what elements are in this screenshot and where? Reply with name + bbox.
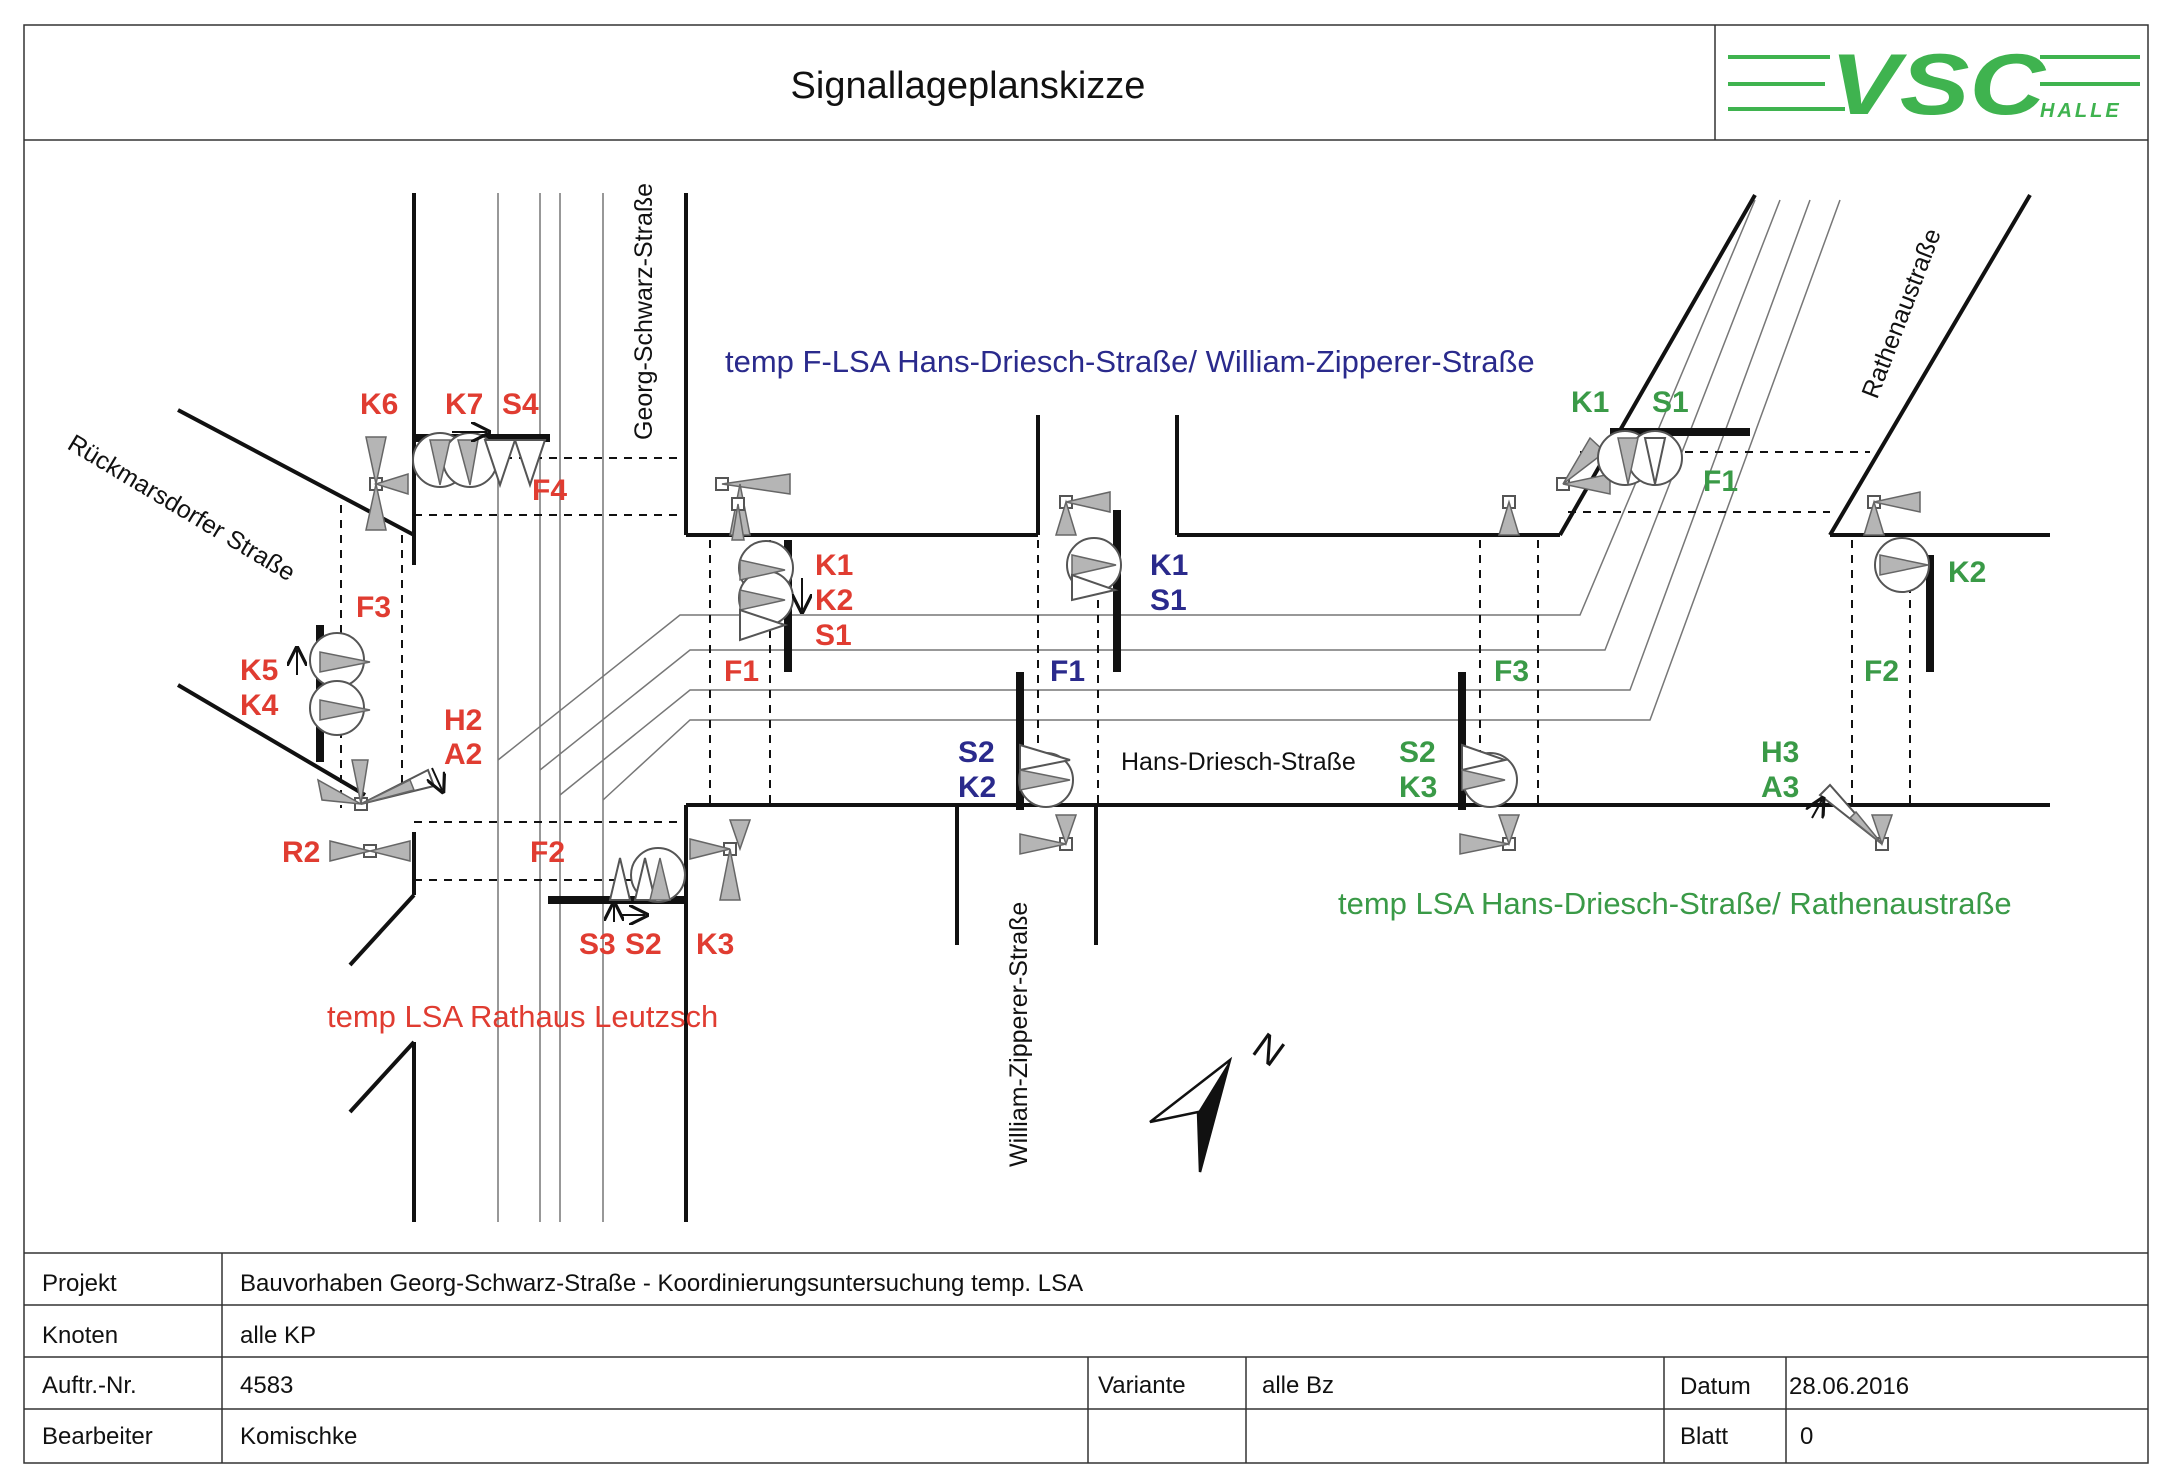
sheet-frame [23,24,2149,1464]
label-f2: F2 [530,836,565,869]
label-s3: S3 [579,928,616,961]
signal-zipperer-s2-k2 [1018,743,1078,855]
bearbeiter-label: Bearbeiter [42,1423,153,1450]
street-rueckmarsdorfer: Rückmarsdorfer Straße [63,429,300,587]
label-z-k1: K1 [1150,549,1188,582]
junction-title-rathaus: temp LSA Rathaus Leutzsch [327,999,718,1034]
label-k6: K6 [360,388,398,421]
label-z-s2: S2 [958,736,995,769]
label-k7: K7 [445,388,483,421]
signal-zipperer-k1-s1 [1054,491,1122,602]
label-f1: F1 [724,655,759,688]
label-k4: K4 [240,689,279,722]
knoten-value: alle KP [240,1322,316,1349]
projekt-value: Bauvorhaben Georg-Schwarz-Straße - Koord… [240,1270,1083,1297]
blatt-value: 0 [1800,1423,1813,1450]
auftr-label: Auftr.-Nr. [42,1372,137,1399]
street-rathenau: Rathenaustraße [1856,225,1946,402]
variante-label: Variante [1098,1372,1186,1399]
north-arrow-label: N [1245,1025,1292,1075]
street-hans-driesch: Hans-Driesch-Straße [1121,748,1356,776]
label-s2: S2 [625,928,662,961]
signal-heads [297,430,1930,922]
logo-text: VSC [1830,37,2047,133]
projekt-label: Projekt [42,1270,117,1297]
vsc-logo: VSC HALLE [1728,37,2140,133]
junction-title-zipperer: temp F-LSA Hans-Driesch-Straße/ William-… [725,344,1535,379]
label-r2: R2 [282,836,320,869]
crosswalk-markings [340,451,1911,881]
junction-title-rathenau: temp LSA Hans-Driesch-Straße/ Rathenaust… [1338,886,2012,921]
blatt-label: Blatt [1680,1423,1728,1450]
signal-rathenau-s2-k3 [1459,743,1521,855]
label-g-h3: H3 [1761,736,1799,769]
street-georg-schwarz: Georg-Schwarz-Straße [630,183,658,440]
variante-value: alle Bz [1262,1372,1334,1399]
signal-rathaus-k1-k2-s1 [715,473,802,642]
label-g-f2: F2 [1864,655,1899,688]
label-z-k2: K2 [958,771,996,804]
label-s1: S1 [815,619,852,652]
label-k1: K1 [815,549,853,582]
label-g-f1: F1 [1703,465,1738,498]
label-h2: H2 [444,704,482,737]
label-k5: K5 [240,654,278,687]
label-g-a3: A3 [1761,771,1799,804]
label-g-k2: K2 [1948,556,1986,589]
datum-value: 28.06.2016 [1789,1373,1909,1400]
signal-s3-s2-k3 [610,819,752,922]
label-k3: K3 [696,928,734,961]
label-a2: A2 [444,738,482,771]
info-table: Projekt Bauvorhaben Georg-Schwarz-Straße… [24,1252,2148,1463]
street-william-zipperer: William-Zipperer-Straße [1005,902,1033,1167]
signal-rathenau-k1-s1 [1556,430,1683,495]
signal-r2 [329,840,411,862]
datum-label: Datum [1680,1373,1751,1400]
north-arrow: N [1149,1025,1292,1173]
labels-zipperer: K1 S1 F1 S2 K2 [958,549,1188,804]
label-s4: S4 [502,388,539,421]
signal-rathenau-mid [1497,495,1521,536]
logo-subtext: HALLE [2040,100,2122,122]
knoten-label: Knoten [42,1322,118,1349]
signal-rathenau-k2 [1862,491,1930,593]
label-g-k3: K3 [1399,771,1437,804]
signal-rathenau-h3-a3 [1812,783,1894,851]
label-g-s2: S2 [1399,736,1436,769]
label-f3: F3 [356,591,391,624]
signal-k6 [365,436,409,531]
label-f4: F4 [532,474,567,507]
signal-h2-a2 [316,759,442,811]
page-title: Signallageplanskizze [791,65,1146,107]
label-z-f1: F1 [1050,655,1085,688]
signal-k5-k4 [297,632,371,736]
label-g-k1: K1 [1571,386,1609,419]
auftr-value: 4583 [240,1372,293,1399]
label-k2: K2 [815,584,853,617]
label-g-s1: S1 [1652,386,1689,419]
label-g-f3: F3 [1494,655,1529,688]
label-z-s1: S1 [1150,584,1187,617]
labels-rathenau: K1 S1 F1 K2 F2 F3 S2 K3 H3 A3 [1399,386,1986,804]
labels-rathaus: K6 K7 S4 F4 F3 K5 K4 H2 A2 R2 F2 S3 S2 K… [240,388,853,961]
bearbeiter-value: Komischke [240,1423,357,1450]
signal-k7-s4 [412,432,547,489]
